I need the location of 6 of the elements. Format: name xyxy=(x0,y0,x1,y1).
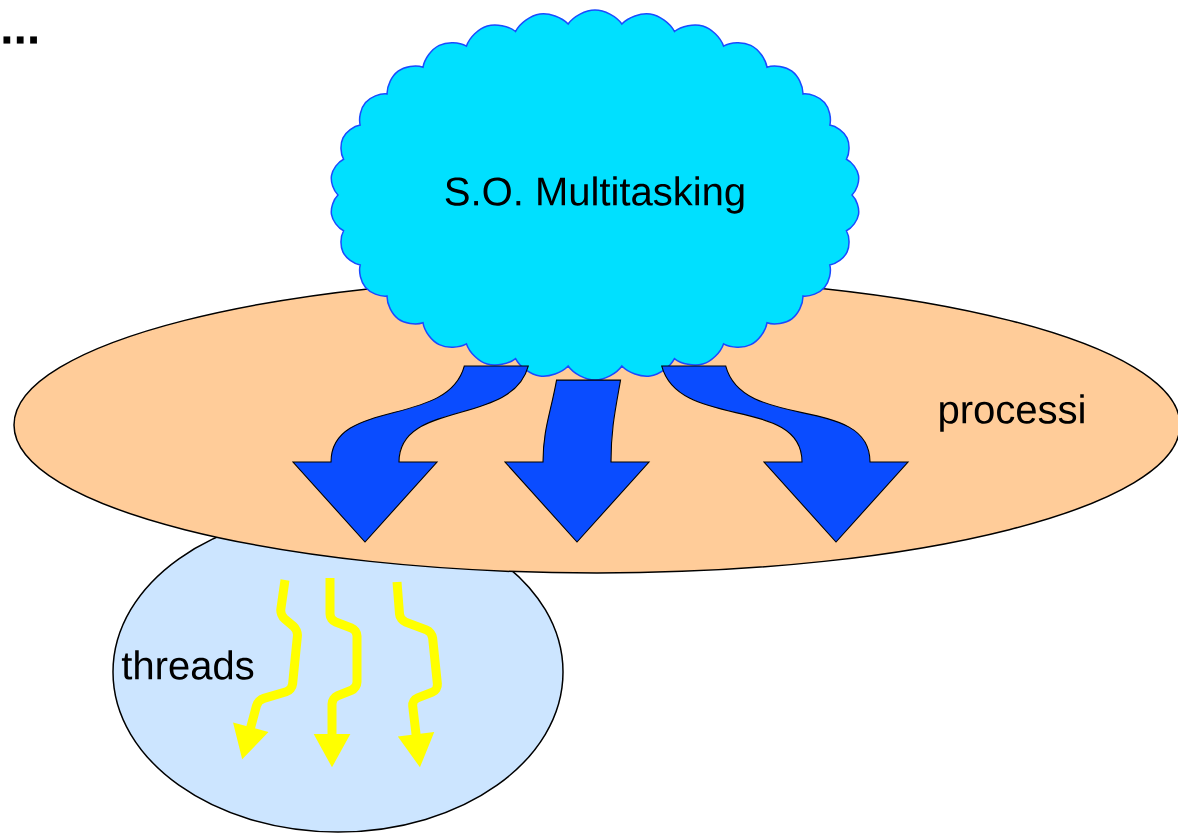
arrow xyxy=(504,379,650,543)
node-label: processi xyxy=(940,394,1084,432)
node-label: threads xyxy=(121,650,254,680)
ellipsis-text: ... xyxy=(3,36,37,44)
arrow xyxy=(292,365,529,543)
arrow xyxy=(661,365,909,543)
